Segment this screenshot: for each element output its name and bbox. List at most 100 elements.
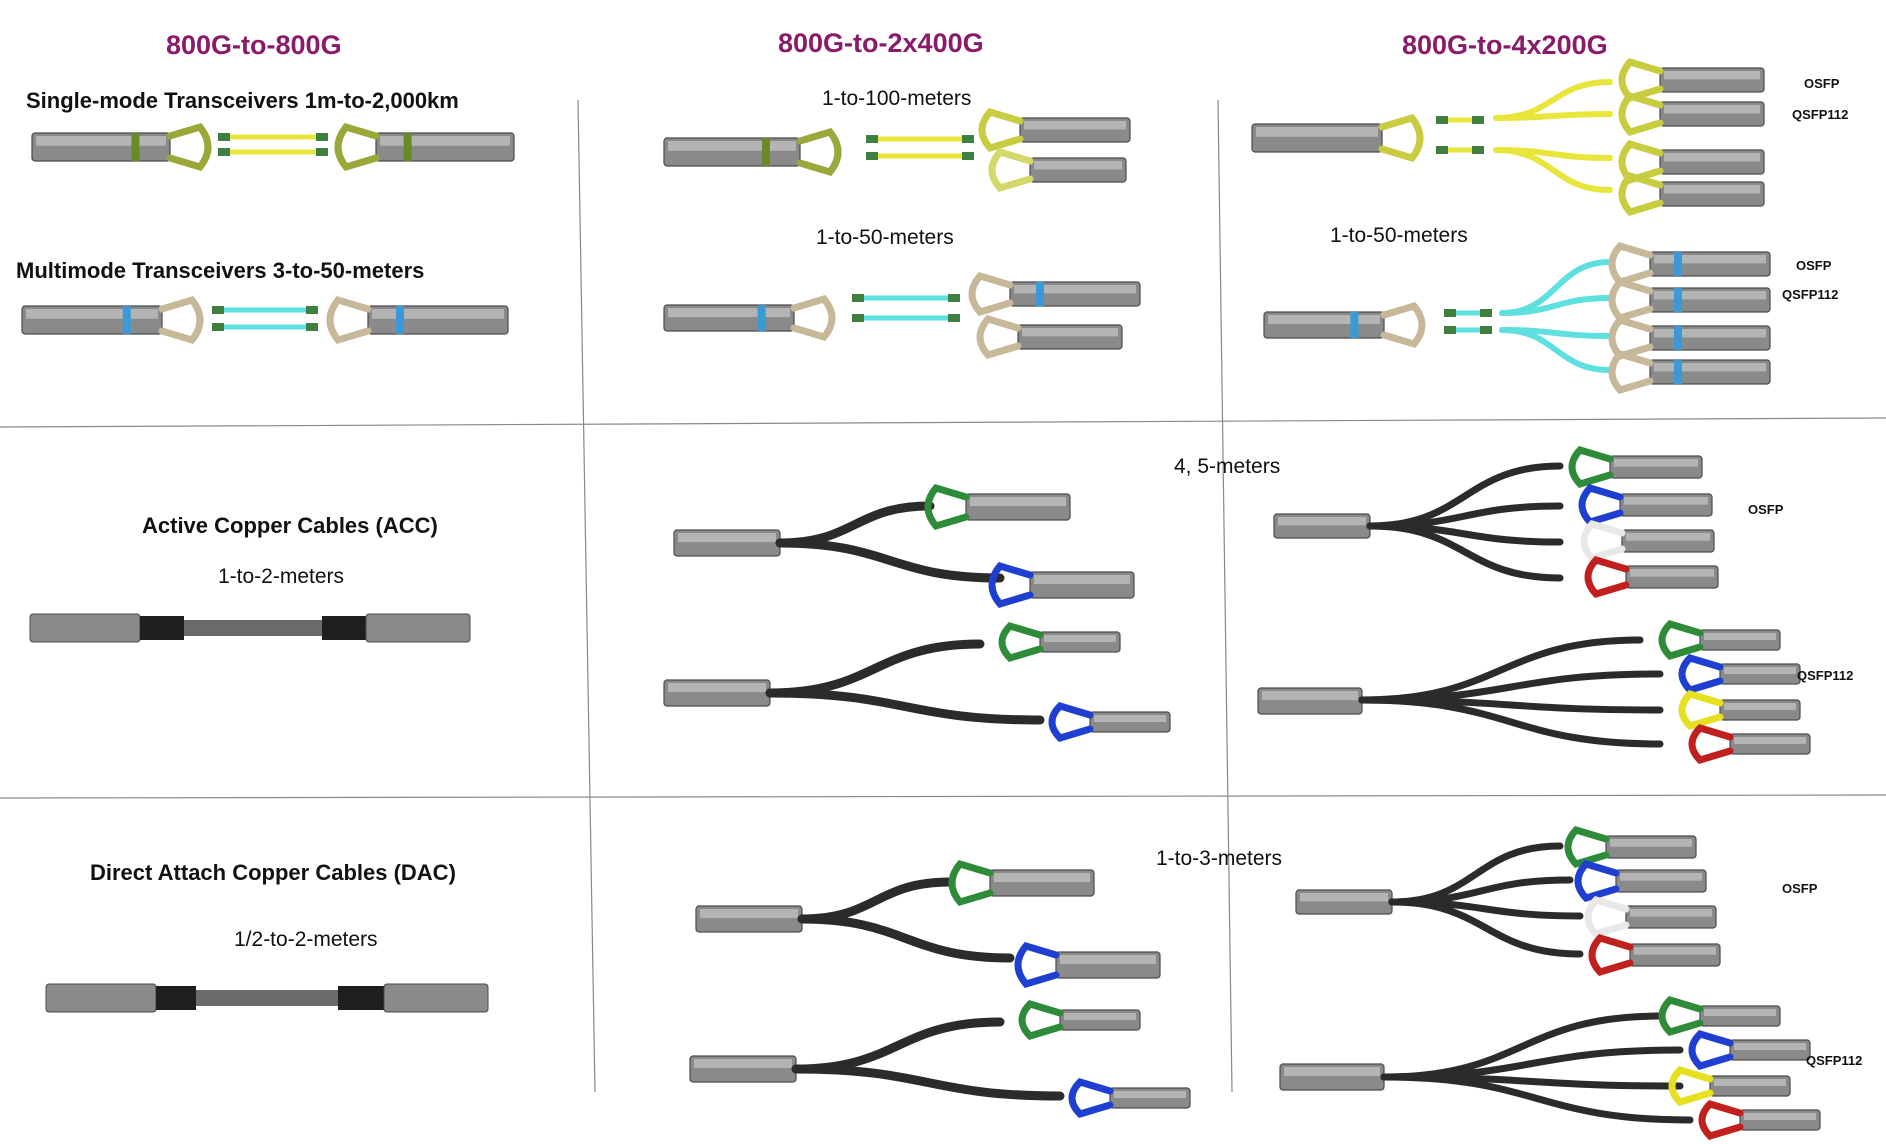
acc-copper-4x200-a [1366, 462, 1564, 582]
dac-end-right [383, 983, 489, 1013]
dac-boot-right [338, 986, 384, 1010]
dac-end-left [45, 983, 157, 1013]
mpo-connector [316, 133, 328, 141]
qsfp-sm-400g [988, 148, 1127, 192]
pull-tab [790, 294, 836, 342]
dac-osfp-800g-a [695, 905, 803, 933]
dac-osfp-200g [1588, 934, 1721, 976]
module-top-face [1654, 291, 1766, 300]
cable-leg [765, 639, 985, 698]
pull-tab [334, 122, 380, 172]
pull-tab [1584, 896, 1630, 938]
module-stripe [122, 306, 131, 334]
product-images [21, 58, 1821, 1140]
dac-qsfp-200g [1668, 1066, 1791, 1106]
module-top-face [380, 136, 510, 146]
acc-copper-4x200-b [1358, 636, 1664, 748]
pull-tab [1688, 1030, 1734, 1070]
title-acc: Active Copper Cables (ACC) [142, 513, 438, 538]
dac-osfp-800g-b [689, 1055, 797, 1083]
pull-tab [978, 108, 1024, 152]
mpo-connector [852, 314, 864, 322]
acc-qsfp-400g-green [998, 622, 1121, 662]
module-top-face [1664, 105, 1760, 114]
acc-osfp-200g [1568, 446, 1703, 488]
length-mm-4x200g: 1-to-50-meters [1330, 224, 1468, 247]
module-stripe [403, 133, 412, 161]
cable-leg [1358, 696, 1664, 748]
module-top-face [1620, 873, 1702, 881]
osfp-sm-2x400 [663, 127, 842, 177]
osfp-mm-400g [968, 272, 1141, 316]
dac-copper-2x400-a [797, 877, 1015, 963]
module-top-face [1278, 517, 1366, 526]
cable-leg [1380, 1073, 1694, 1124]
grid-line-vertical [577, 99, 596, 1093]
cable-leg [1493, 147, 1613, 193]
mpo-connector [866, 152, 878, 160]
sm-200g-module [1618, 58, 1765, 102]
module-top-face [1724, 703, 1796, 710]
mm-breakout-top [1499, 259, 1613, 316]
acc-osfp-800g-a [673, 529, 781, 557]
mm-patch-4x200-top [1444, 309, 1492, 317]
pull-tab [1678, 690, 1724, 730]
mpo-connector [306, 306, 318, 314]
mm-patch-4x200-bottom [1444, 326, 1492, 334]
acc-osfp-400g-green [924, 483, 1071, 531]
cable-leg [1388, 876, 1574, 906]
sm-patch-4x200-bottom [1436, 146, 1484, 154]
cable-leg [791, 1064, 1065, 1101]
dac-osfp-200g [1564, 826, 1697, 868]
sm-patch-top [218, 133, 328, 141]
mpo-connector [1480, 309, 1492, 317]
mpo-connector [1472, 146, 1484, 154]
module-top-face [1654, 329, 1766, 338]
sm-patch-4x200-top [1436, 116, 1484, 124]
acc-osfp-200g [1580, 520, 1715, 562]
module-top-face [1064, 1013, 1136, 1020]
module-top-face [668, 683, 766, 693]
mm-200g-module [1608, 242, 1771, 286]
title-dac: Direct Attach Copper Cables (DAC) [90, 860, 456, 885]
module-top-face [1630, 909, 1712, 917]
mpo-connector [948, 314, 960, 322]
label-qsfp112-mm: QSFP112 [1782, 287, 1839, 302]
pull-tab [1564, 826, 1610, 868]
osfp-mm-4x200 [1263, 301, 1426, 349]
length-sm-2x400g: 1-to-100-meters [822, 87, 972, 110]
header-800g-to-800g: 800G-to-800G [166, 30, 342, 60]
sm-patch-2x400-top [866, 135, 974, 143]
dac-osfp-200g [1584, 896, 1717, 938]
acc-qsfp-200g [1688, 724, 1811, 764]
acc-cable-jacket [184, 620, 322, 636]
module-stripe [1350, 312, 1359, 338]
dac-copper-4x200-a [1388, 842, 1584, 958]
pull-tab [1578, 484, 1624, 526]
grid-line-horizontal [0, 794, 1886, 799]
acc-osfp-400g-blue [988, 561, 1135, 609]
mpo-connector [1436, 146, 1448, 154]
mpo-connector [218, 133, 230, 141]
module-stripe [1674, 326, 1682, 350]
osfp-mm-left [21, 295, 204, 345]
module-top-face [994, 873, 1090, 883]
length-dac-split: 1-to-3-meters [1156, 847, 1283, 870]
pull-tab [1588, 934, 1634, 976]
module-top-face [1268, 315, 1380, 325]
acc-osfp-800g-c [1273, 513, 1371, 539]
module-top-face [1654, 363, 1766, 372]
cable-leg [1366, 522, 1564, 582]
module-top-face [1664, 71, 1760, 80]
length-mm-2x400g: 1-to-50-meters [816, 226, 954, 249]
module-top-face [668, 141, 796, 151]
mpo-connector [1444, 309, 1456, 317]
cable-leg [1499, 295, 1613, 316]
mpo-connector [1436, 116, 1448, 124]
module-top-face [1714, 1079, 1786, 1086]
sm-patch-2x400-bottom [866, 152, 974, 160]
mpo-connector [316, 148, 328, 156]
pull-tab [1574, 860, 1620, 902]
pull-tab [1658, 996, 1704, 1036]
pull-tab [1618, 58, 1664, 102]
